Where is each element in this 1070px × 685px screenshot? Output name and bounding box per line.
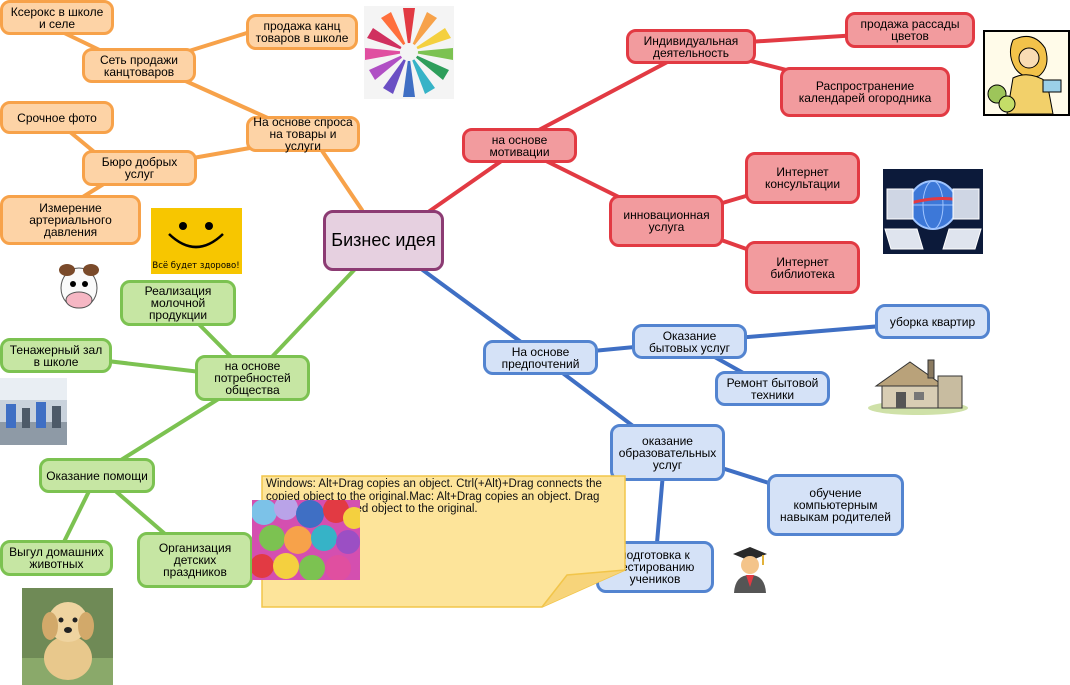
central-topic[interactable]: Бизнес идея	[323, 210, 444, 271]
topic-blood-pressure[interactable]: Измерение артериального давления	[0, 195, 141, 245]
topic-stationery-network[interactable]: Сеть продажи канцтоваров	[82, 48, 196, 83]
topic-seedlings[interactable]: продажа рассады цветов	[845, 12, 975, 48]
topic-educational-services[interactable]: оказание образовательных услуг	[610, 424, 725, 481]
topic-stationery-sale[interactable]: продажа канц товаров в школе	[246, 14, 358, 50]
topic-garden-calendars[interactable]: Распространение календарей огородника	[780, 67, 950, 117]
topic-motivation[interactable]: на основе мотивации	[462, 128, 577, 163]
link	[518, 48, 692, 142]
balloons-image	[252, 500, 360, 580]
topic-demand[interactable]: На основе спроса на товары и услуги	[246, 116, 360, 152]
topic-appliance-repair[interactable]: Ремонт бытовой техники	[715, 371, 830, 406]
topic-household-services[interactable]: Оказание бытовых услуг	[632, 324, 747, 359]
smiley-image: Всё будет здорово!	[151, 208, 242, 274]
cow-image	[53, 258, 105, 318]
topic-computer-training[interactable]: обучение компьютерным навыкам родителей	[767, 474, 904, 536]
topic-internet-library[interactable]: Интернет библиотека	[745, 241, 860, 294]
house-image	[866, 352, 971, 416]
topic-innovative-service[interactable]: инновационная услуга	[609, 195, 724, 247]
colored-pencils-image	[364, 6, 454, 99]
topic-individual-activity[interactable]: Индивидуальная деятельность	[626, 29, 756, 64]
topic-preferences[interactable]: На основе предпочтений	[483, 340, 598, 375]
topic-dairy-products[interactable]: Реализация молочной продукции	[120, 280, 236, 326]
topic-internet-consult[interactable]: Интернет консультации	[745, 152, 860, 204]
graduate-icon	[733, 547, 767, 593]
puppy-image	[22, 588, 113, 685]
computers-globe-image	[883, 169, 983, 254]
topic-pet-walking[interactable]: Выгул домашних животных	[0, 540, 113, 576]
topic-express-photo[interactable]: Срочное фото	[0, 101, 114, 134]
gardener-image	[983, 30, 1070, 116]
topic-assistance[interactable]: Оказание помощи	[39, 458, 155, 493]
topic-society-needs[interactable]: на основе потребностей общества	[195, 355, 310, 401]
topic-kids-parties[interactable]: Организация детских праздников	[137, 532, 253, 588]
topic-copy-service[interactable]: Ксерокс в школе и селе	[0, 0, 114, 35]
topic-apartment-cleaning[interactable]: уборка квартир	[875, 304, 990, 339]
topic-school-gym[interactable]: Тенажерный зал в школе	[0, 338, 112, 373]
gym-image	[0, 378, 67, 445]
smiley-caption: Всё будет здорово!	[152, 261, 239, 271]
topic-kind-bureau[interactable]: Бюро добрых услуг	[82, 150, 197, 186]
